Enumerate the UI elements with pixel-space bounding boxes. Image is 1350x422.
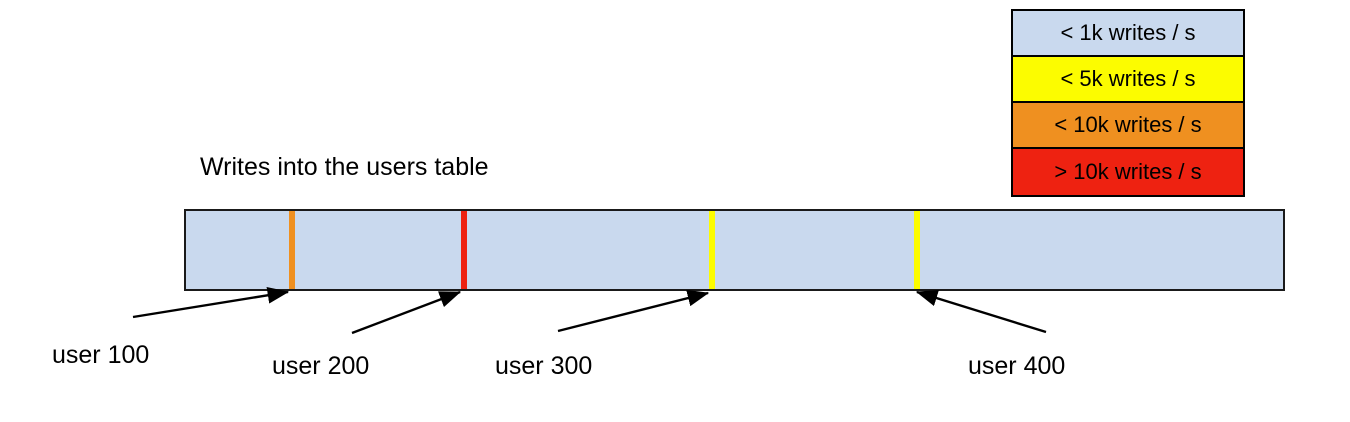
marker-user-300 xyxy=(709,211,715,289)
label-user-400: user 400 xyxy=(968,352,1066,380)
arrow-user-300 xyxy=(557,289,710,333)
diagram-caption: Writes into the users table xyxy=(200,153,489,181)
legend-label-over-10k: > 10k writes / s xyxy=(1054,159,1202,184)
label-user-100: user 100 xyxy=(52,341,150,369)
legend-row-under-5k: < 5k writes / s xyxy=(1013,57,1243,103)
label-user-200: user 200 xyxy=(272,352,370,380)
write-rate-legend: < 1k writes / s < 5k writes / s < 10k wr… xyxy=(1011,9,1245,197)
label-user-300: user 300 xyxy=(495,352,593,380)
marker-user-100 xyxy=(289,211,295,289)
marker-user-400 xyxy=(914,211,920,289)
users-table-band xyxy=(184,209,1285,291)
legend-row-under-10k: < 10k writes / s xyxy=(1013,103,1243,149)
legend-row-over-10k: > 10k writes / s xyxy=(1013,149,1243,195)
arrow-user-400 xyxy=(915,290,1047,334)
legend-label-under-5k: < 5k writes / s xyxy=(1060,66,1196,91)
arrow-user-200 xyxy=(351,290,462,335)
legend-row-under-1k: < 1k writes / s xyxy=(1013,11,1243,57)
marker-user-200 xyxy=(461,211,467,289)
arrow-user-100 xyxy=(132,286,290,319)
legend-label-under-1k: < 1k writes / s xyxy=(1060,20,1196,45)
legend-label-under-10k: < 10k writes / s xyxy=(1054,112,1202,137)
